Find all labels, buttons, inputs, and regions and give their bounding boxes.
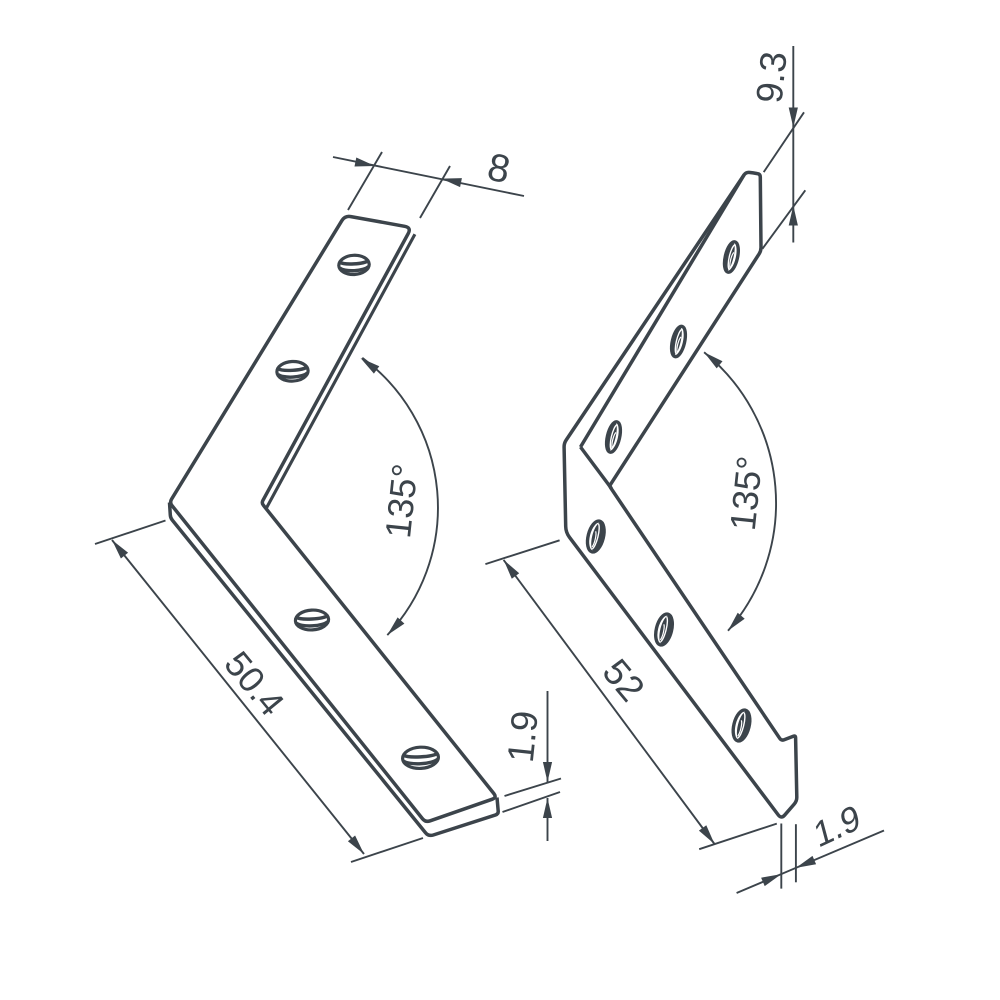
- svg-text:1.9: 1.9: [500, 709, 546, 764]
- svg-text:135°: 135°: [722, 454, 771, 532]
- svg-text:135°: 135°: [377, 462, 426, 540]
- svg-text:9.3: 9.3: [749, 50, 795, 105]
